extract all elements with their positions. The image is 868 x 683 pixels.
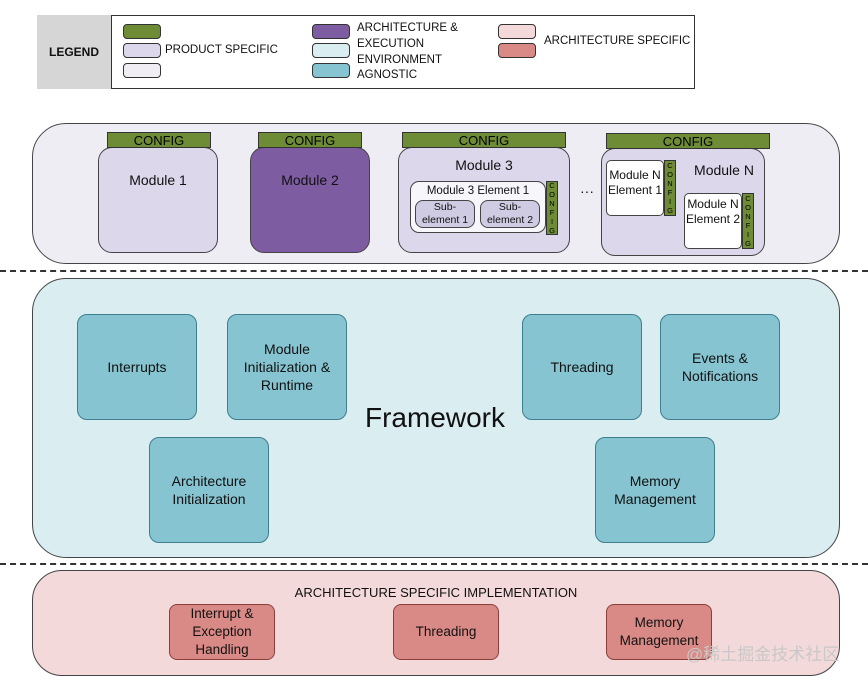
memory-line2: Management xyxy=(614,491,696,507)
module-init-line1: Module xyxy=(264,341,310,357)
arch-interrupt-line3: Handling xyxy=(195,642,249,657)
module-n-element-1-line2: Element 1 xyxy=(607,183,663,197)
arch-memory-line2: Management xyxy=(619,633,699,648)
module-2-config: CONFIG xyxy=(258,132,362,148)
sub-element-1-line1: Sub- xyxy=(433,201,457,213)
config-letter: O xyxy=(745,203,751,212)
module-2-label: Module 2 xyxy=(281,172,339,188)
config-letter: N xyxy=(745,212,751,221)
events-line2: Notifications xyxy=(681,368,759,384)
module-n-element-2-line2: Element 2 xyxy=(685,212,741,226)
sub-element-1: Sub- element 1 xyxy=(415,200,475,228)
config-letter: O xyxy=(549,190,555,199)
module-n-element-1-line1: Module N xyxy=(609,168,661,182)
module-init-line2: Initialization & xyxy=(243,359,331,375)
framework-title: Framework xyxy=(364,402,505,433)
module-n-element-1-label: Module N Element 1 xyxy=(606,166,664,200)
events-box: Events & Notifications xyxy=(660,314,780,420)
module-n-label: Module N xyxy=(694,162,754,178)
legend-swatch-arch-exec xyxy=(312,24,350,39)
module-1 xyxy=(98,147,218,253)
module-init-box: Module Initialization & Runtime xyxy=(227,314,347,420)
arch-init-line2: Initialization xyxy=(172,491,246,507)
legend-swatch-env-agnostic-light xyxy=(312,43,350,58)
config-letter: C xyxy=(667,161,673,170)
watermark: @稀土掘金技术社区 xyxy=(686,645,840,664)
config-letter: F xyxy=(549,208,555,217)
legend-swatch-blank xyxy=(123,63,161,78)
config-letter: N xyxy=(549,199,555,208)
config-letter: N xyxy=(667,179,673,188)
config-letter: G xyxy=(549,226,555,235)
module-3-config: CONFIG xyxy=(402,132,566,148)
module-3-element-1-label: Module 3 Element 1 xyxy=(426,184,530,197)
arch-impl-title: ARCHITECTURE SPECIFIC IMPLEMENTATION xyxy=(294,584,578,600)
arch-interrupt-line1: Interrupt & xyxy=(190,606,254,621)
module-n-element-1 xyxy=(606,160,664,216)
legend-env-line1: ENVIRONMENT xyxy=(357,54,442,66)
legend-env-line2: AGNOSTIC xyxy=(357,69,418,81)
sub-element-2-line2: element 2 xyxy=(486,214,534,226)
legend-swatch-arch-specific-light xyxy=(498,24,536,39)
legend-swatch-arch-specific xyxy=(498,43,536,58)
module-init-line3: Runtime xyxy=(260,377,314,393)
config-letter: F xyxy=(667,188,673,197)
module-3-label: Module 3 xyxy=(455,157,513,173)
config-letter: I xyxy=(746,230,750,239)
config-letter: I xyxy=(668,197,672,206)
module-1-config: CONFIG xyxy=(107,132,211,148)
separator-top xyxy=(0,270,868,272)
arch-init-line1: Architecture xyxy=(171,473,247,489)
legend-swatch-config xyxy=(123,24,161,39)
arch-init-box: Architecture Initialization xyxy=(149,437,269,543)
module-n-element-2-line1: Module N xyxy=(687,197,739,211)
sub-element-2: Sub- element 2 xyxy=(480,200,540,228)
arch-threading-box: Threading xyxy=(393,604,499,660)
config-letter: C xyxy=(549,181,555,190)
arch-memory-line1: Memory xyxy=(634,615,684,630)
module-n-element-2 xyxy=(684,193,742,249)
memory-line1: Memory xyxy=(629,473,681,489)
ellipsis: ··· xyxy=(580,183,594,199)
module-2 xyxy=(250,147,370,253)
sub-element-2-line1: Sub- xyxy=(498,201,522,213)
threading-box: Threading xyxy=(522,314,642,420)
config-letter: O xyxy=(667,170,673,179)
events-line1: Events & xyxy=(691,350,749,366)
memory-box: Memory Management xyxy=(595,437,715,543)
module-n-config: CONFIG xyxy=(606,133,770,149)
arch-interrupt-box: Interrupt & Exception Handling xyxy=(169,604,275,660)
module-n-element-2-label: Module N Element 2 xyxy=(684,195,742,229)
config-letter: F xyxy=(745,221,751,230)
arch-interrupt-line2: Exception xyxy=(192,624,252,639)
legend-product-specific-text: PRODUCT SPECIFIC xyxy=(165,44,278,56)
interrupts-box: Interrupts xyxy=(77,314,197,420)
legend-swatch-product-specific xyxy=(123,43,161,58)
module-1-label: Module 1 xyxy=(129,172,187,188)
sub-element-1-line2: element 1 xyxy=(421,214,469,226)
separator-bottom xyxy=(0,563,868,565)
config-letter: G xyxy=(745,239,751,248)
legend-arch-exec-line2: EXECUTION xyxy=(357,38,425,50)
legend-arch-exec-line1: ARCHITECTURE & xyxy=(357,22,458,34)
config-letter: C xyxy=(745,194,751,203)
config-letter: I xyxy=(550,217,554,226)
legend-swatch-env-agnostic xyxy=(312,63,350,78)
legend-label: LEGEND xyxy=(37,15,112,89)
config-letter: G xyxy=(667,206,673,215)
legend-arch-specific-text: ARCHITECTURE SPECIFIC xyxy=(544,35,691,47)
arch-memory-box: Memory Management xyxy=(606,604,712,660)
